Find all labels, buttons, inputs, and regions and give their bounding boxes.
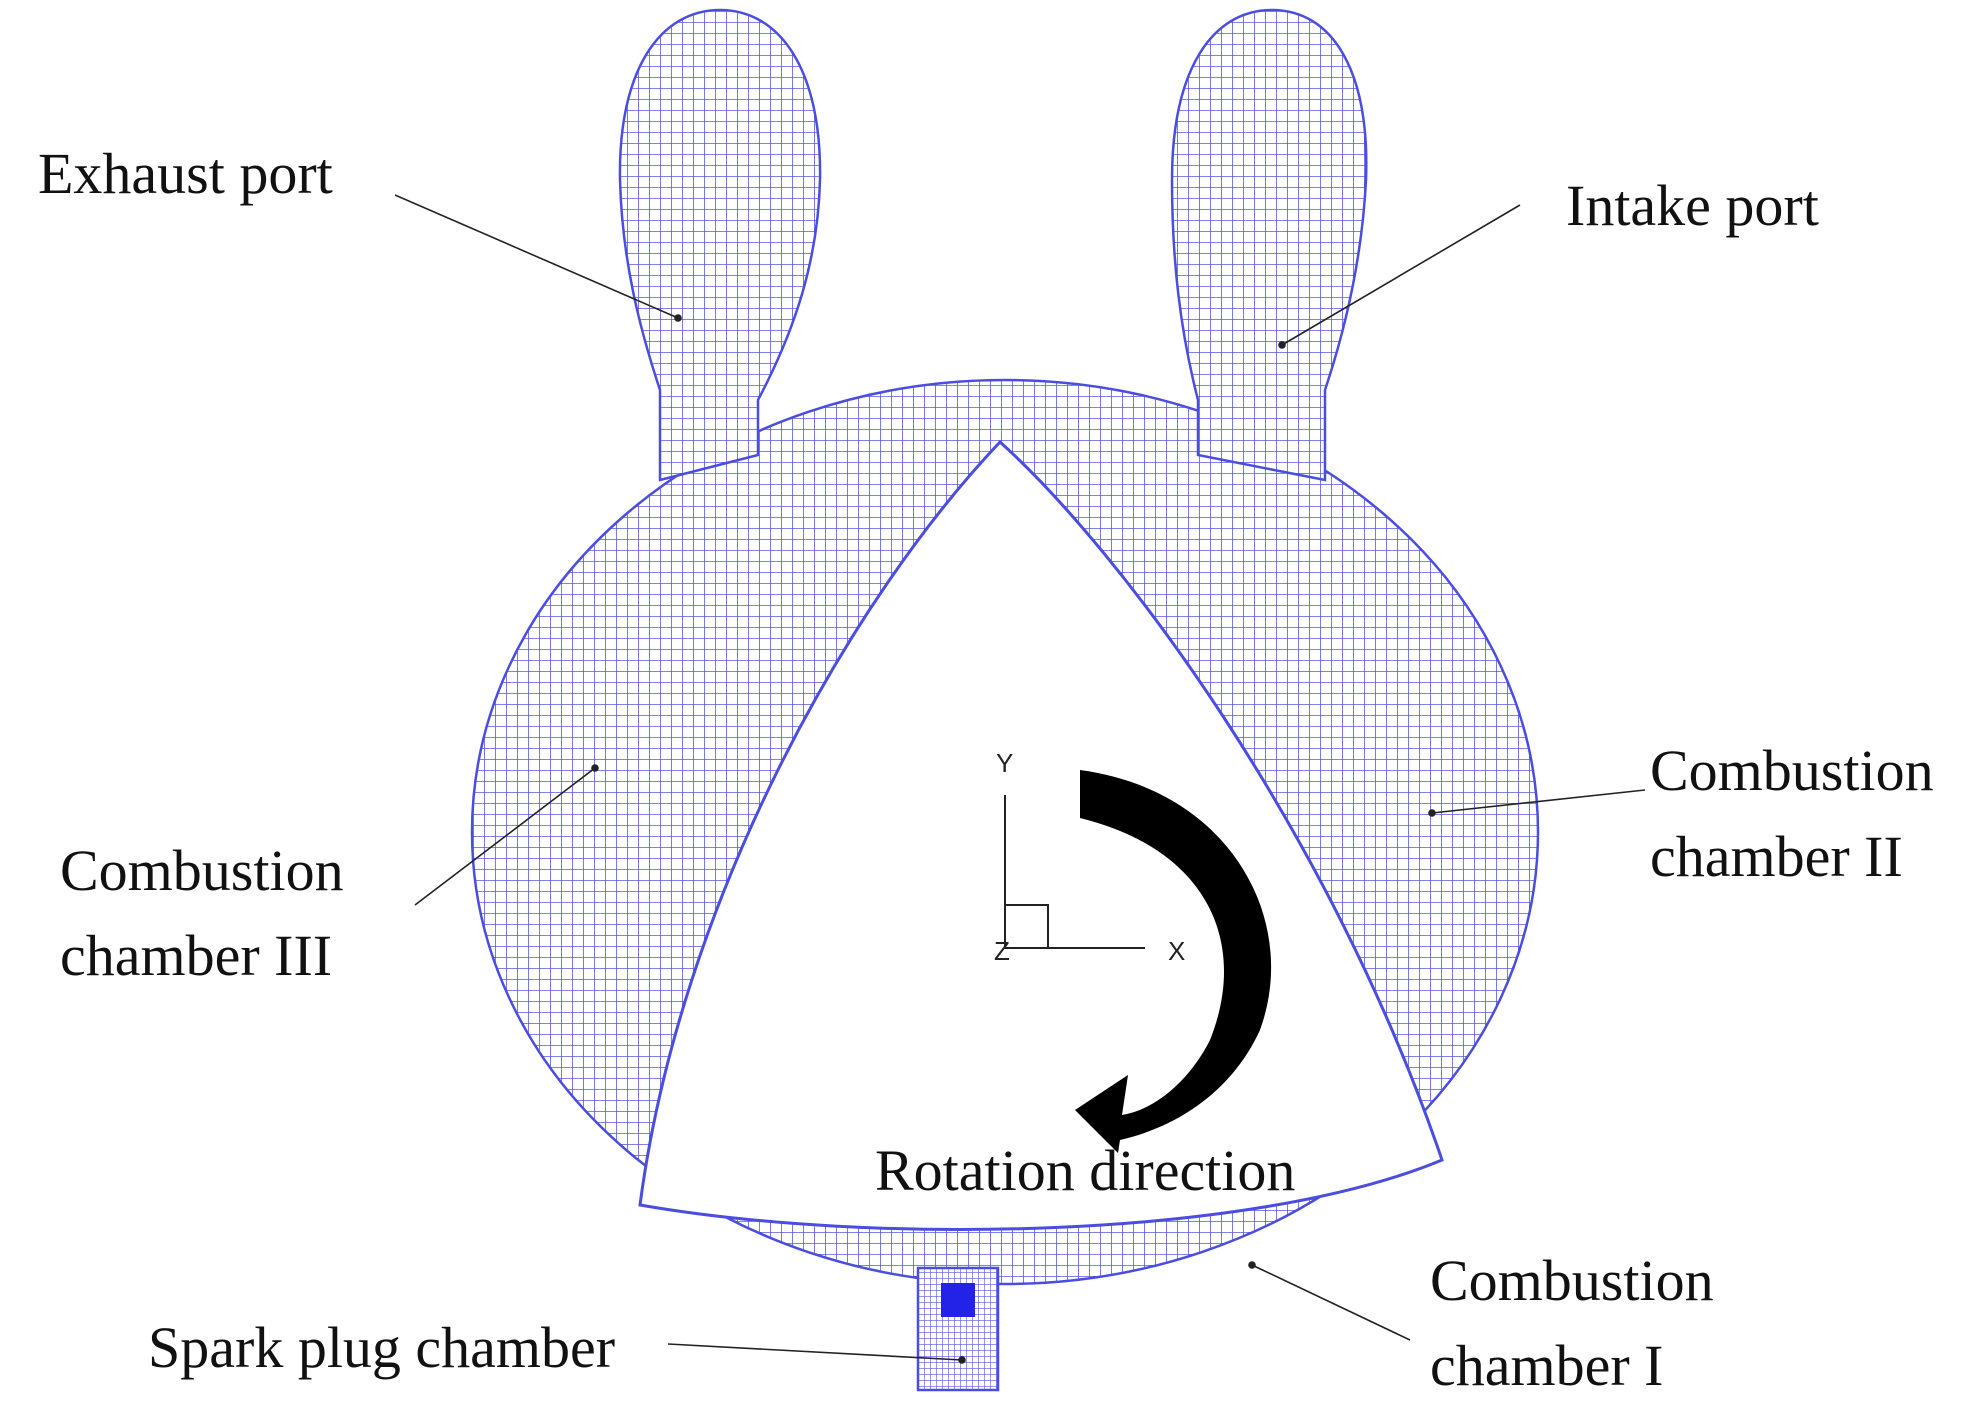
chamber-three-leader-end bbox=[591, 764, 599, 772]
axis-corner-box bbox=[1004, 904, 1049, 949]
spark-plug-leader-end bbox=[958, 1356, 966, 1364]
exhaust-port-leader bbox=[394, 194, 679, 319]
z-axis-label: Z bbox=[994, 936, 1010, 966]
chamber-two-label-line1: Combustion bbox=[1650, 738, 1934, 803]
intake-port-leader bbox=[1281, 204, 1521, 346]
chamber-two-label-line2: chamber II bbox=[1650, 824, 1903, 889]
chamber-one-label-line2: chamber I bbox=[1430, 1333, 1663, 1398]
intake-port-leader-end bbox=[1278, 341, 1286, 349]
rotation-direction-label: Rotation direction bbox=[875, 1138, 1295, 1203]
spark-plug-chamber-mesh bbox=[916, 1266, 1000, 1392]
exhaust-port-mesh bbox=[618, 8, 822, 482]
intake-port-mesh bbox=[1170, 8, 1368, 482]
y-axis-label: Y bbox=[996, 748, 1013, 778]
spark-plug-leader bbox=[667, 1343, 963, 1361]
chamber-three-leader bbox=[414, 767, 596, 906]
chamber-one-leader-end bbox=[1248, 1261, 1256, 1269]
labels: Exhaust port Intake port Combustion cham… bbox=[38, 141, 1934, 1398]
leader-lines bbox=[394, 194, 1646, 1364]
intake-port-label: Intake port bbox=[1566, 173, 1819, 238]
exhaust-port-leader-end bbox=[674, 314, 682, 322]
spark-plug-chamber-label: Spark plug chamber bbox=[148, 1315, 615, 1380]
spark-plug-block bbox=[941, 1283, 975, 1317]
chamber-one-label-line1: Combustion bbox=[1430, 1248, 1714, 1313]
chamber-two-leader-end bbox=[1428, 809, 1436, 817]
x-axis-label: X bbox=[1168, 936, 1185, 966]
chamber-three-label-line2: chamber III bbox=[60, 923, 332, 988]
chamber-two-leader bbox=[1431, 789, 1646, 814]
coordinate-axes: Y X Z bbox=[994, 748, 1185, 966]
chamber-three-label-line1: Combustion bbox=[60, 838, 344, 903]
exhaust-port-label: Exhaust port bbox=[38, 141, 333, 206]
chamber-one-leader bbox=[1251, 1264, 1411, 1341]
curved-arrow-icon bbox=[1075, 770, 1272, 1153]
